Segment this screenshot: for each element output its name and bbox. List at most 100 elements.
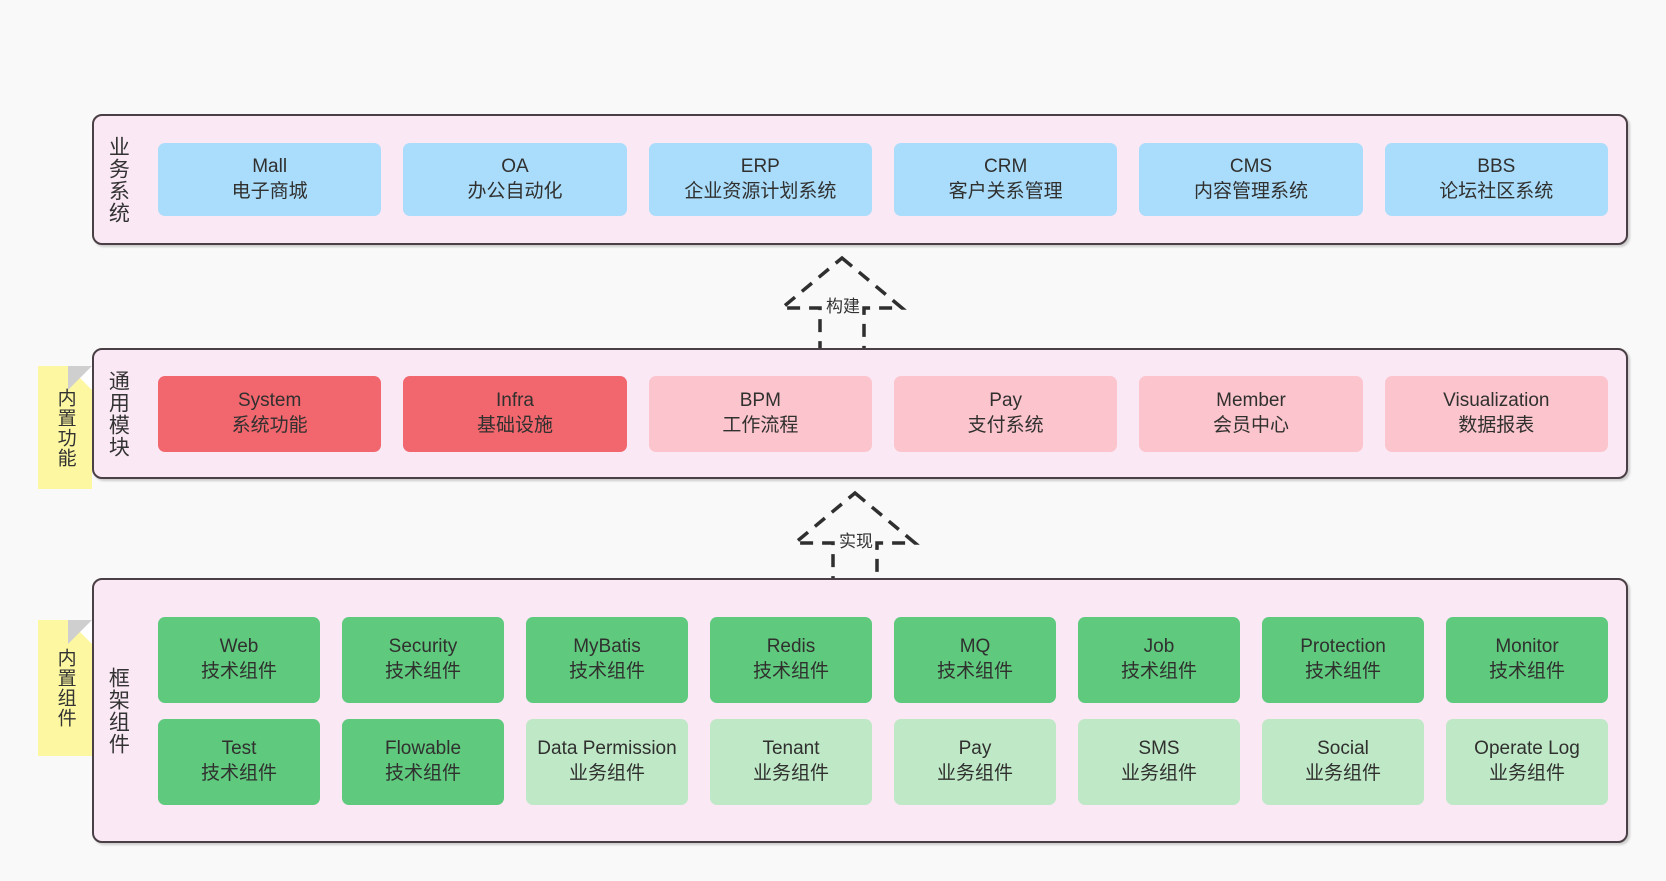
tile-name: Visualization — [1443, 390, 1550, 412]
tile-name: Test — [221, 738, 257, 760]
tile-mall[interactable]: Mall 电子商城 — [158, 143, 382, 216]
tile-subtitle: 业务组件 — [568, 762, 645, 784]
tile-subtitle: 电子商城 — [231, 180, 308, 202]
note-label: 内置功能 — [54, 387, 76, 468]
tile-subtitle: 技术组件 — [384, 762, 461, 784]
tile-visualization[interactable]: Visualization 数据报表 — [1384, 375, 1608, 452]
tile-row-business: Test 技术组件 Flowable 技术组件 Data Permission … — [158, 718, 1608, 805]
tile-test[interactable]: Test 技术组件 — [158, 718, 320, 805]
tile-flowable[interactable]: Flowable 技术组件 — [342, 718, 504, 805]
tile-subtitle: 办公自动化 — [467, 180, 563, 202]
tile-monitor[interactable]: Monitor 技术组件 — [1446, 616, 1608, 703]
tile-crm[interactable]: CRM 客户关系管理 — [893, 143, 1118, 216]
tile-name: Mall — [252, 156, 288, 178]
tile-name: BBS — [1477, 156, 1516, 178]
layer-title-common-modules: 通用模块 — [106, 369, 130, 458]
tile-name: MQ — [959, 636, 991, 658]
tile-pay-component[interactable]: Pay 业务组件 — [894, 718, 1056, 805]
note-builtin-components: 内置组件 — [38, 620, 92, 756]
tile-infra[interactable]: Infra 基础设施 — [403, 375, 627, 452]
layer-framework-components: 框架组件 Web 技术组件 Security 技术组件 MyBatis 技术组件… — [92, 578, 1628, 843]
tile-name: CMS — [1229, 156, 1273, 178]
tile-subtitle: 技术组件 — [752, 660, 829, 682]
note-label: 内置组件 — [54, 648, 76, 728]
tile-operate-log[interactable]: Operate Log 业务组件 — [1446, 718, 1608, 805]
tile-name: ERP — [740, 156, 780, 178]
tile-name: CRM — [984, 156, 1028, 178]
tile-member[interactable]: Member 会员中心 — [1139, 375, 1363, 452]
tile-protection[interactable]: Protection 技术组件 — [1262, 616, 1424, 703]
tile-subtitle: 技术组件 — [200, 762, 277, 784]
tile-subtitle: 技术组件 — [1304, 660, 1381, 682]
tile-subtitle: 业务组件 — [936, 762, 1013, 784]
tile-subtitle: 技术组件 — [1488, 660, 1565, 682]
tile-subtitle: 技术组件 — [936, 660, 1013, 682]
layer-title-business-systems: 业务系统 — [106, 135, 130, 224]
tile-subtitle: 技术组件 — [568, 660, 645, 682]
tile-name: BPM — [739, 390, 781, 412]
tile-name: Flowable — [384, 738, 462, 760]
tile-bpm[interactable]: BPM 工作流程 — [648, 375, 872, 452]
tile-name: Security — [388, 636, 458, 658]
build-arrow-label: 构建 — [826, 297, 860, 316]
tile-name: MyBatis — [573, 636, 641, 658]
tile-row-tech: Web 技术组件 Security 技术组件 MyBatis 技术组件 Redi… — [158, 616, 1608, 703]
tile-pay[interactable]: Pay 支付系统 — [893, 375, 1118, 452]
tile-name: Web — [219, 636, 259, 658]
tile-name: OA — [501, 156, 529, 178]
tile-subtitle: 业务组件 — [752, 762, 829, 784]
tile-cms[interactable]: CMS 内容管理系统 — [1139, 143, 1363, 216]
tile-security[interactable]: Security 技术组件 — [342, 616, 504, 703]
tile-row: System 系统功能 Infra 基础设施 BPM 工作流程 Pay 支付系统… — [158, 375, 1608, 452]
tile-job[interactable]: Job 技术组件 — [1078, 616, 1240, 703]
layer-body-framework-components: Web 技术组件 Security 技术组件 MyBatis 技术组件 Redi… — [140, 580, 1626, 841]
tile-subtitle: 支付系统 — [967, 414, 1044, 436]
tile-name: Redis — [766, 636, 816, 658]
tile-oa[interactable]: OA 办公自动化 — [403, 143, 627, 216]
tile-name: Job — [1143, 636, 1175, 658]
layer-common-modules: 通用模块 System 系统功能 Infra 基础设施 BPM 工作流程 Pay… — [92, 348, 1628, 479]
tile-name: Tenant — [762, 738, 820, 760]
tile-sms[interactable]: SMS 业务组件 — [1078, 718, 1240, 805]
tile-name: Infra — [495, 390, 534, 412]
tile-bbs[interactable]: BBS 论坛社区系统 — [1384, 143, 1608, 216]
tile-name: Monitor — [1495, 636, 1559, 658]
tile-name: System — [237, 390, 302, 412]
tile-mybatis[interactable]: MyBatis 技术组件 — [526, 616, 688, 703]
tile-subtitle: 论坛社区系统 — [1439, 180, 1554, 202]
tile-tenant[interactable]: Tenant 业务组件 — [710, 718, 872, 805]
tile-subtitle: 技术组件 — [1120, 660, 1197, 682]
tile-system[interactable]: System 系统功能 — [158, 375, 382, 452]
layer-body-common-modules: System 系统功能 Infra 基础设施 BPM 工作流程 Pay 支付系统… — [140, 350, 1626, 477]
tile-name: Protection — [1300, 636, 1386, 658]
tile-subtitle: 系统功能 — [231, 414, 308, 436]
tile-name: Social — [1317, 738, 1369, 760]
layer-title-framework-components: 框架组件 — [106, 666, 130, 755]
tile-erp[interactable]: ERP 企业资源计划系统 — [648, 143, 872, 216]
tile-name: Member — [1216, 390, 1286, 412]
tile-name: Operate Log — [1474, 738, 1580, 760]
build-arrow: 构建 — [752, 252, 932, 356]
tile-subtitle: 业务组件 — [1120, 762, 1197, 784]
tile-social[interactable]: Social 业务组件 — [1262, 718, 1424, 805]
tile-subtitle: 工作流程 — [722, 414, 799, 436]
tile-subtitle: 内容管理系统 — [1193, 180, 1308, 202]
tile-subtitle: 客户关系管理 — [948, 180, 1063, 202]
tile-name: Pay — [958, 738, 992, 760]
tile-data-permission[interactable]: Data Permission 业务组件 — [526, 718, 688, 805]
tile-subtitle: 数据报表 — [1458, 414, 1535, 436]
tile-name: Pay — [989, 390, 1023, 412]
tile-web[interactable]: Web 技术组件 — [158, 616, 320, 703]
tile-subtitle: 业务组件 — [1304, 762, 1381, 784]
tile-mq[interactable]: MQ 技术组件 — [894, 616, 1056, 703]
tile-redis[interactable]: Redis 技术组件 — [710, 616, 872, 703]
tile-subtitle: 业务组件 — [1488, 762, 1565, 784]
note-builtin-features: 内置功能 — [38, 366, 92, 489]
tile-subtitle: 企业资源计划系统 — [684, 180, 837, 202]
tile-subtitle: 基础设施 — [476, 414, 553, 436]
implement-arrow-label: 实现 — [839, 532, 873, 551]
layer-body-business-systems: Mall 电子商城 OA 办公自动化 ERP 企业资源计划系统 CRM 客户关系… — [140, 116, 1626, 243]
tile-subtitle: 技术组件 — [200, 660, 277, 682]
implement-arrow: 实现 — [765, 487, 945, 591]
tile-subtitle: 会员中心 — [1212, 414, 1289, 436]
